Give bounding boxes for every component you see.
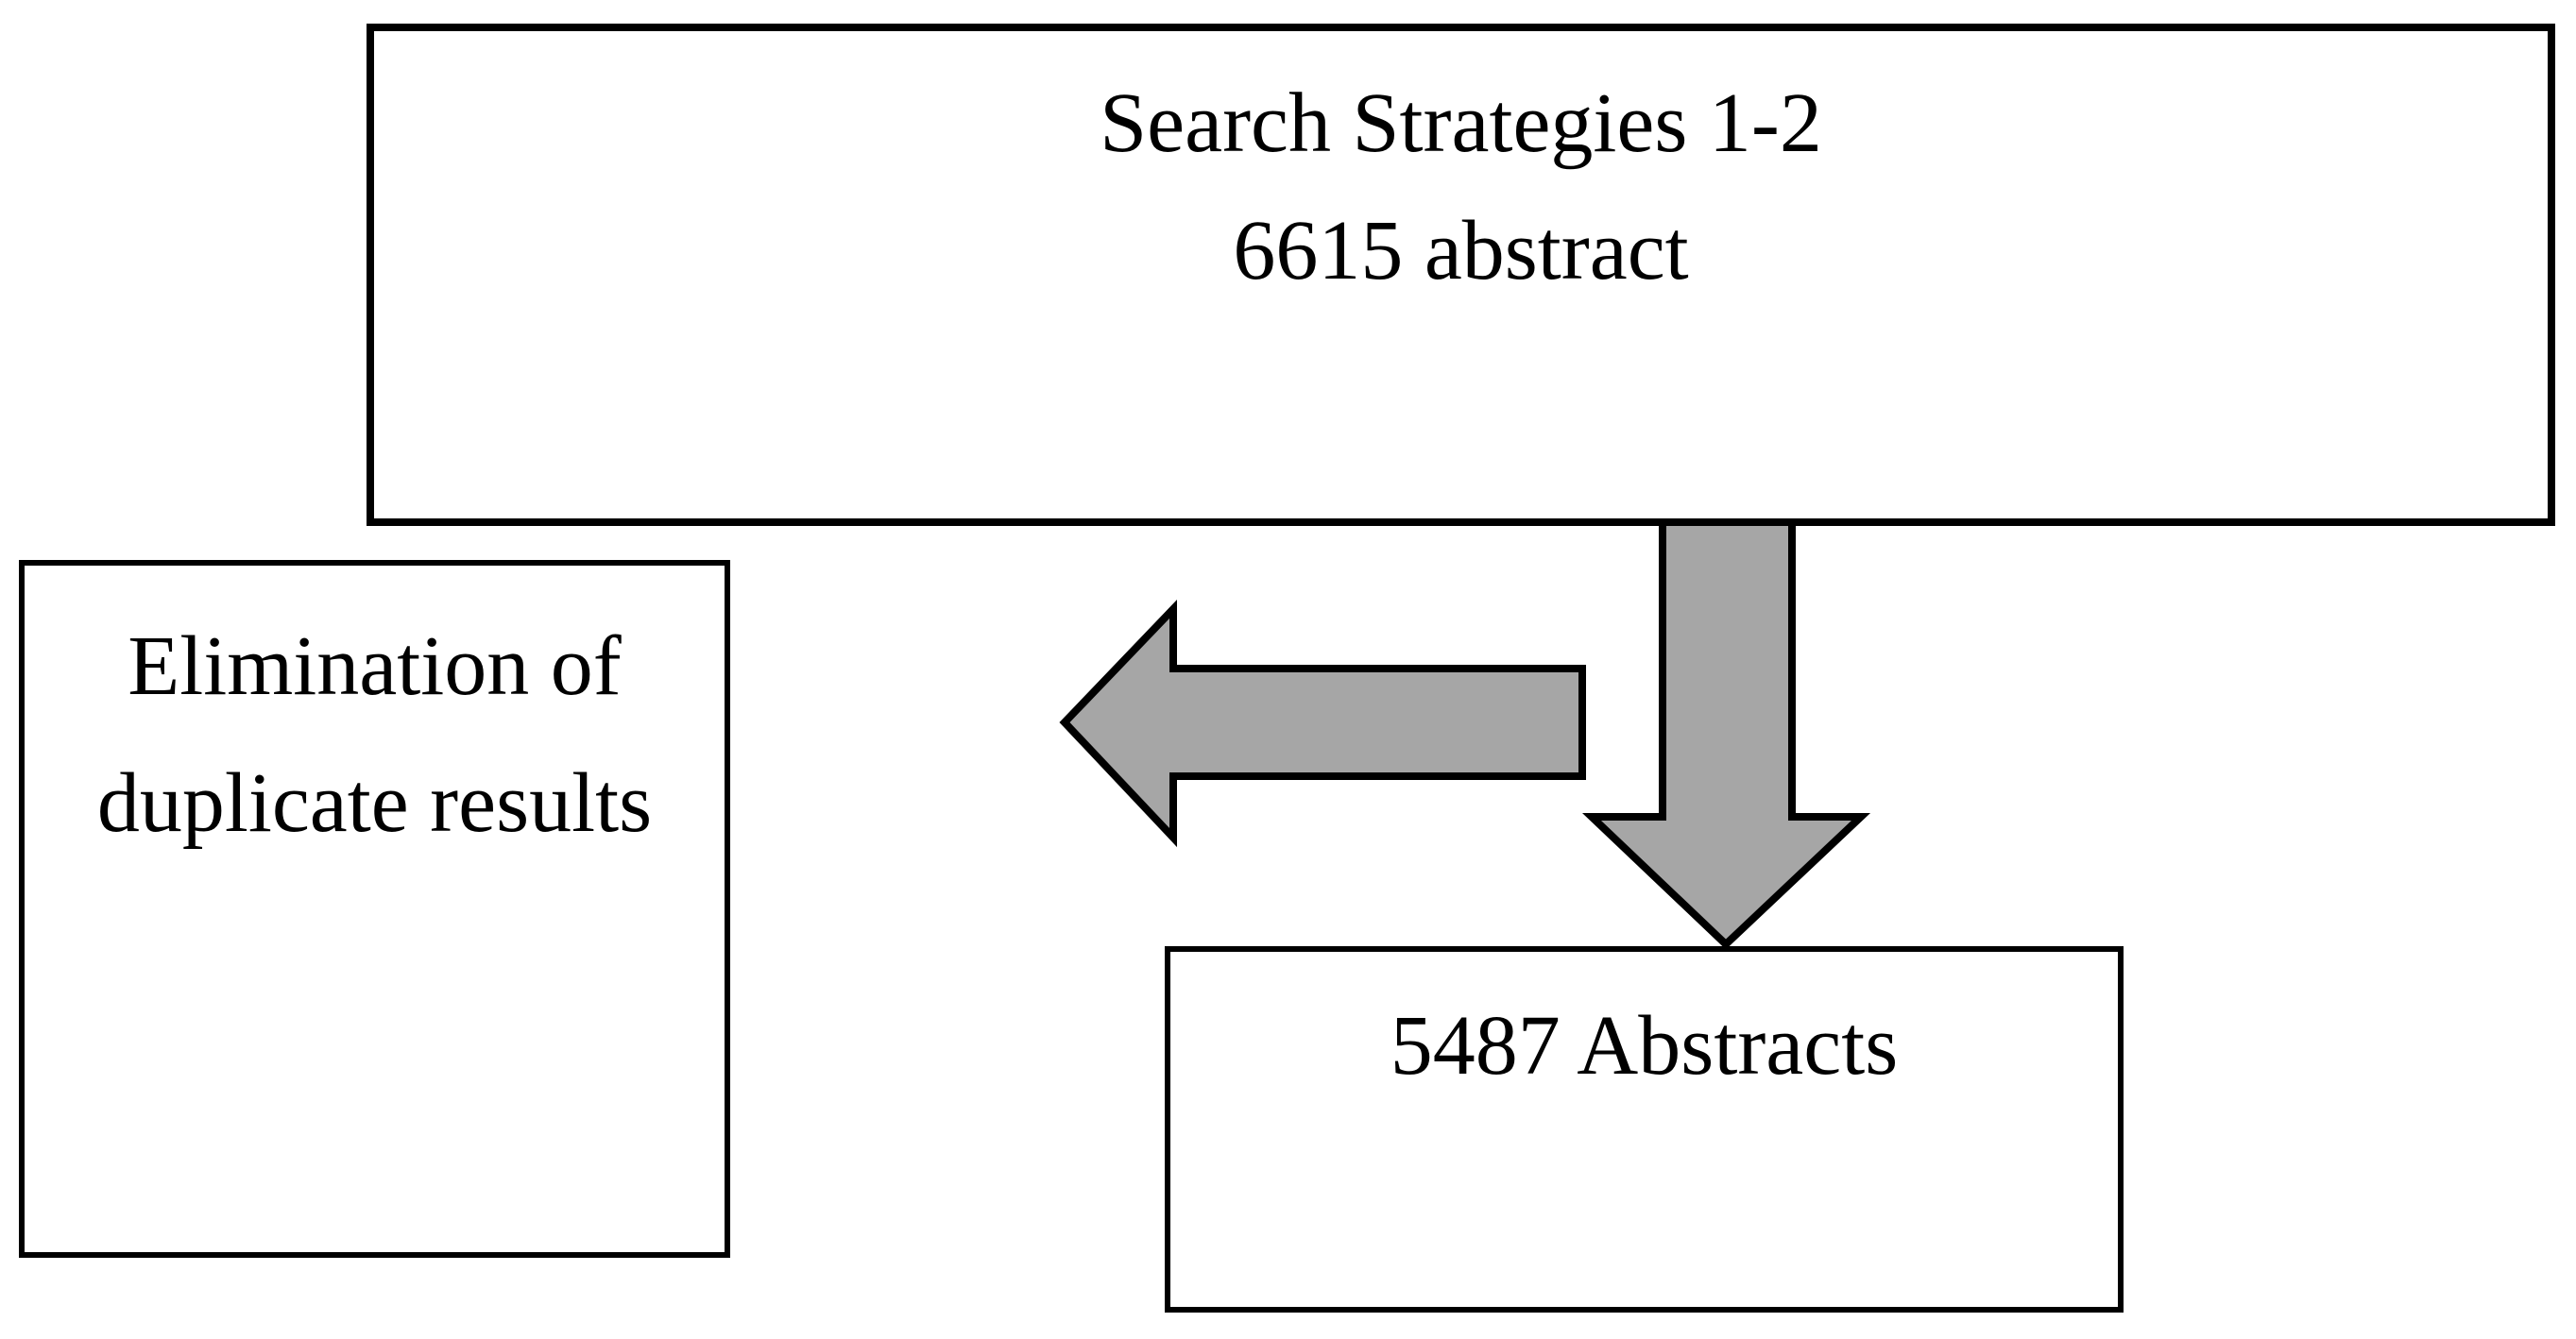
elimination-label-line2: duplicate results <box>96 756 653 850</box>
down-arrow-icon <box>1581 518 1871 950</box>
left-arrow-icon <box>1059 600 1586 848</box>
box-abstracts-count: 5487 Abstracts <box>1165 946 2124 1313</box>
search-strategies-count: 6615 abstract <box>1233 204 1689 297</box>
box-search-strategies: Search Strategies 1-2 6615 abstract <box>367 24 2555 526</box>
search-strategies-label: Search Strategies 1-2 <box>1100 76 1822 170</box>
elimination-label-line1: Elimination of <box>128 619 622 713</box>
box-elimination-duplicates: Elimination of duplicate results <box>19 560 730 1258</box>
abstracts-count-label: 5487 Abstracts <box>1390 999 1899 1093</box>
